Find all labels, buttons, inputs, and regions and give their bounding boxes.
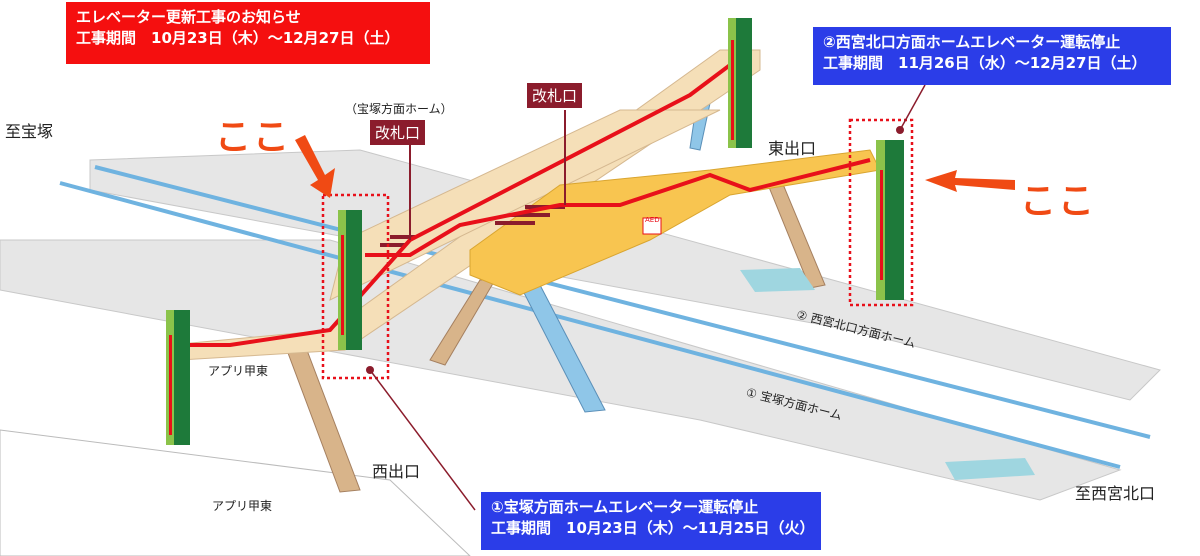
track-1 xyxy=(59,181,1121,469)
gate-center-label: 改札口 xyxy=(527,83,583,108)
notice-elevator-2-period: 工事期間 11月26日（水）～12月27日（土） xyxy=(823,54,1147,72)
notice-elevator-1: ①宝塚方面ホームエレベーター運転停止 工事期間 10月23日（木）～11月25日… xyxy=(481,492,821,550)
elevator-platform-1[interactable] xyxy=(338,210,362,350)
callout-line-2 xyxy=(899,84,926,131)
highlight-elevator-1 xyxy=(321,193,390,380)
concourse-yellow xyxy=(469,149,881,296)
highlight-elevator-2 xyxy=(848,118,914,307)
restroom-area xyxy=(740,268,815,292)
ground-area xyxy=(0,429,471,556)
takarazuka-platform-note: （宝塚方面ホーム） xyxy=(345,102,453,116)
route-line-east xyxy=(365,158,871,257)
notice-elevator-2: ②西宮北口方面ホームエレベーター運転停止 工事期間 11月26日（水）～12月2… xyxy=(813,27,1171,85)
east-exit-label: 東出口 xyxy=(768,139,817,158)
appli-koto-label-1: アプリ甲東 xyxy=(208,364,269,378)
here-label-left: ここ xyxy=(215,117,292,158)
west-exit-label: 西出口 xyxy=(372,462,421,481)
gate-left-label: 改札口 xyxy=(370,120,426,145)
notice-elevator-2-title: ②西宮北口方面ホームエレベーター運転停止 xyxy=(823,33,1121,51)
notice-main-period: 工事期間 10月23日（木）～12月27日（土） xyxy=(76,29,400,47)
elevator-east-north xyxy=(728,18,752,148)
notice-elevator-1-title: ①宝塚方面ホームエレベーター運転停止 xyxy=(491,498,759,516)
arrow-here-left xyxy=(295,135,335,198)
track-2 xyxy=(94,165,1151,439)
to-takarazuka-label: 至宝塚 xyxy=(5,122,54,141)
notice-elevator-1-period: 工事期間 10月23日（木）～11月25日（火） xyxy=(491,519,815,537)
aed-icon xyxy=(642,217,662,235)
notice-main: エレベーター更新工事のお知らせ 工事期間 10月23日（木）～12月27日（土） xyxy=(66,2,430,64)
here-label-right: ここ xyxy=(1020,181,1097,222)
to-nishinomiya-label: 至西宮北口 xyxy=(1075,484,1156,503)
elevator-platform-2[interactable] xyxy=(876,140,904,300)
callout-line-1 xyxy=(369,369,476,511)
appli-koto-label-2: アプリ甲東 xyxy=(212,499,273,513)
elevator-west xyxy=(166,310,190,445)
aed-label: AED xyxy=(645,216,660,224)
restroom-area-2 xyxy=(945,458,1035,480)
notice-main-title: エレベーター更新工事のお知らせ xyxy=(76,8,301,26)
arrow-here-right xyxy=(925,170,1015,192)
